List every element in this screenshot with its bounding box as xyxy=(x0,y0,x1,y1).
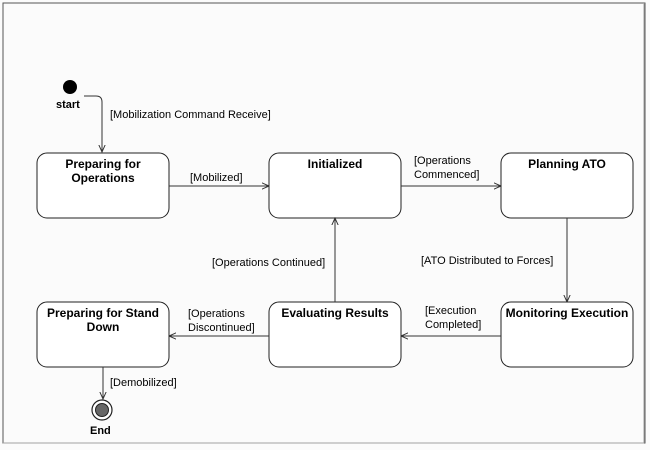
edge-label-operations-discontinued-line1: [Operations xyxy=(188,308,245,320)
diagram-frame xyxy=(2,2,646,444)
start-node xyxy=(63,80,77,94)
state-evaluating-results: Evaluating Results xyxy=(268,301,402,368)
state-title-line1: Planning ATO xyxy=(528,157,606,171)
state-preparing-for-operations: Preparing for Operations xyxy=(36,152,170,219)
edge-label-mobilized: [Mobilized] xyxy=(190,172,243,184)
edge-label-mobilization-command: [Mobilization Command Receive] xyxy=(110,109,271,121)
state-title-line2: Down xyxy=(87,320,120,334)
end-label: End xyxy=(90,425,111,437)
state-initialized: Initialized xyxy=(268,152,402,219)
state-planning-ato: Planning ATO xyxy=(500,152,634,219)
edge-label-operations-commenced-line1: [Operations xyxy=(414,155,471,167)
edge-label-operations-commenced-line2: Commenced] xyxy=(414,169,479,181)
edge-label-execution-completed-line1: [Execution xyxy=(425,305,476,317)
edge-label-demobilized: [Demobilized] xyxy=(110,377,177,389)
end-node xyxy=(91,399,113,421)
edge-label-ato-distributed: [ATO Distributed to Forces] xyxy=(421,255,553,267)
state-preparing-for-stand-down: Preparing for Stand Down xyxy=(36,301,170,368)
edge-label-operations-discontinued-line2: Discontinued] xyxy=(188,322,255,334)
state-title-line1: Preparing for xyxy=(65,157,141,171)
edge-label-execution-completed-line2: Completed] xyxy=(425,319,481,331)
state-title-line1: Initialized xyxy=(308,157,363,171)
edge-label-operations-continued: [Operations Continued] xyxy=(212,257,325,269)
state-title-line1: Preparing for Stand xyxy=(47,306,159,320)
state-title-line2: Operations xyxy=(71,171,135,185)
edge-start-to-preparing xyxy=(84,95,102,152)
state-title-line1: Evaluating Results xyxy=(281,306,389,320)
start-label: start xyxy=(56,99,80,111)
state-title-line1: Monitoring Execution xyxy=(506,306,629,320)
state-monitoring-execution: Monitoring Execution xyxy=(500,301,634,368)
